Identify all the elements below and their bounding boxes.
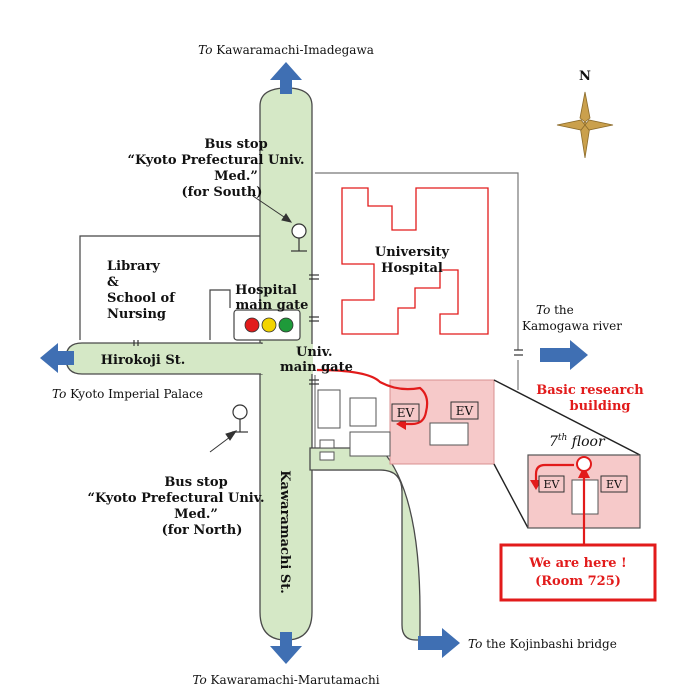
svg-text:(for North): (for North) — [162, 523, 243, 538]
callout-line2: (Room 725) — [535, 574, 621, 589]
hospital-label: University Hospital — [375, 245, 450, 276]
elevator-box: EV — [391, 403, 420, 422]
kawaramachi-street-label: Kawaramachi St. — [277, 470, 292, 594]
svg-text:School of: School of — [107, 291, 176, 306]
elevators: EV EV EV EV — [391, 401, 628, 493]
compass-icon: N — [556, 69, 614, 159]
svg-text:University: University — [375, 245, 450, 260]
research-building-label: Basic research building — [536, 383, 644, 414]
svg-text:Hospital: Hospital — [381, 261, 443, 276]
bus-stop-south-icon — [291, 223, 307, 252]
univ-gate-label: Univ. main gate — [280, 345, 353, 375]
svg-text:“Kyoto Prefectural Univ.: “Kyoto Prefectural Univ. — [88, 491, 265, 506]
you-are-here-callout: We are here ! (Room 725) — [499, 543, 657, 602]
elevator-label: EV — [456, 404, 474, 418]
svg-text:Library: Library — [107, 259, 160, 274]
svg-text:“Kyoto Prefectural Univ.: “Kyoto Prefectural Univ. — [128, 153, 305, 168]
destination-east-river: Kamogawa river — [522, 319, 622, 333]
svg-text:Nursing: Nursing — [107, 307, 166, 322]
bus-stop-pointers — [209, 195, 293, 453]
svg-text:Bus stop: Bus stop — [204, 137, 267, 152]
traffic-light-icon — [233, 309, 301, 341]
library-label: Library & School of Nursing — [107, 259, 176, 322]
gate-marks — [133, 274, 523, 385]
research-building — [389, 379, 495, 465]
elevator-label: EV — [544, 478, 561, 491]
direction-arrows — [40, 62, 588, 664]
arrow-southeast-icon — [418, 628, 460, 658]
campus-buildings — [317, 389, 391, 461]
svg-text:main gate: main gate — [236, 298, 309, 313]
bus-stop-south-label: Bus stop “Kyoto Prefectural Univ. Med.” … — [128, 137, 305, 200]
svg-text:building: building — [570, 399, 631, 414]
elevator-box: EV — [538, 475, 565, 493]
elevator-box: EV — [600, 475, 628, 493]
bus-stop-north-icon — [232, 404, 248, 433]
svg-text:Med.”: Med.” — [214, 169, 258, 184]
elevator-label: EV — [606, 478, 623, 491]
compass-label: N — [579, 69, 591, 84]
destination-south: To Kawaramachi-Marutamachi — [192, 673, 379, 687]
arrow-north-icon — [270, 62, 302, 94]
room-725-marker — [576, 456, 592, 472]
elevator-label: EV — [397, 406, 415, 420]
svg-text:Bus stop: Bus stop — [164, 475, 227, 490]
library-boundary — [79, 235, 262, 340]
svg-text:Hospital: Hospital — [235, 283, 297, 298]
zoom-lines — [493, 379, 641, 529]
svg-text:&: & — [107, 275, 119, 290]
destination-north: To Kawaramachi-Imadegawa — [198, 43, 374, 57]
callout-line1: We are here ! — [528, 556, 626, 571]
hospital-gate-label: Hospital main gate — [235, 283, 308, 313]
svg-text:main gate: main gate — [280, 360, 353, 375]
destination-southeast: To the Kojinbashi bridge — [468, 637, 617, 651]
destination-east: To the — [536, 303, 574, 317]
arrow-west-icon — [40, 343, 74, 373]
destination-west: To Kyoto Imperial Palace — [52, 387, 203, 401]
svg-text:(for South): (for South) — [182, 185, 263, 200]
svg-text:Univ.: Univ. — [296, 345, 333, 360]
arrow-south-icon — [270, 632, 302, 664]
elevator-box: EV — [450, 401, 479, 420]
floor-label: 7th floor — [549, 433, 606, 450]
kojinbashi-road — [309, 447, 421, 641]
bus-stop-north-label: Bus stop “Kyoto Prefectural Univ. Med.” … — [88, 475, 265, 538]
svg-text:Med.”: Med.” — [174, 507, 218, 522]
hirokoji-street-label: Hirokoji St. — [101, 353, 186, 368]
arrow-east-icon — [540, 340, 588, 370]
hospital-building — [341, 187, 489, 335]
svg-text:Basic research: Basic research — [536, 383, 644, 398]
